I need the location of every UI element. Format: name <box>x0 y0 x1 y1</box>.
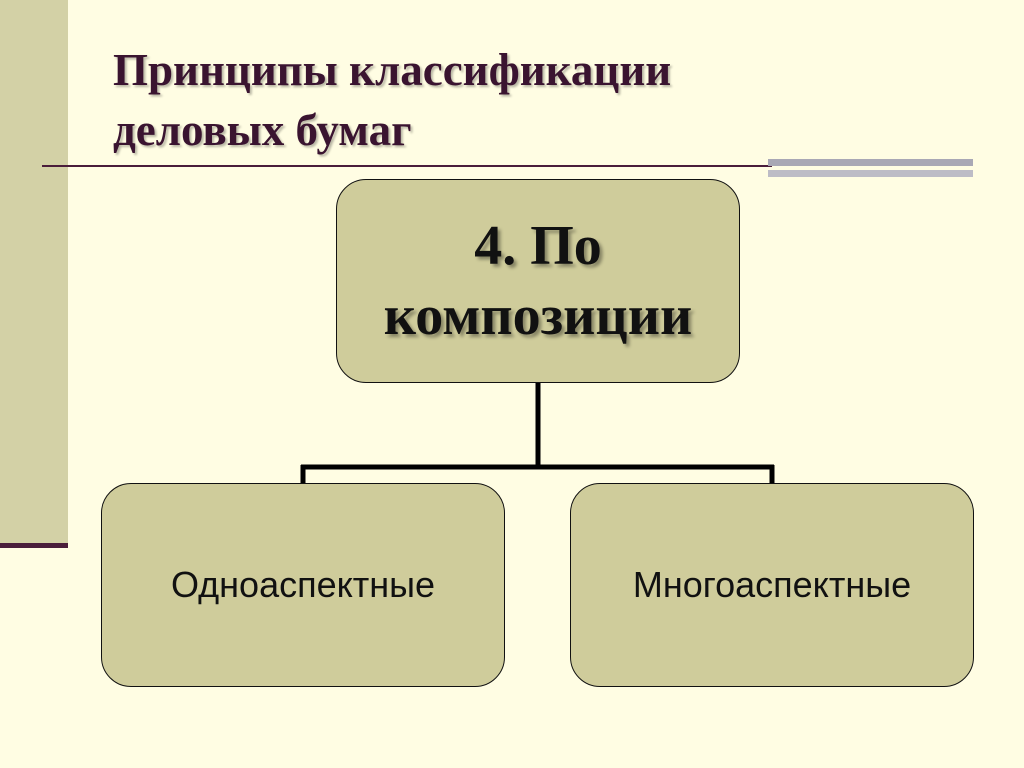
slide-title: Принципы классификации деловых бумаг <box>113 40 671 160</box>
child-node-label: Многоаспектные <box>632 564 912 605</box>
title-divider <box>42 165 772 167</box>
left-decor-underline <box>0 543 68 548</box>
child-node-single-aspect: Одноаспектные <box>101 483 505 687</box>
child-node-label: Одноаспектные <box>170 564 436 605</box>
accent-bar-bottom <box>768 170 973 177</box>
slide-title-line-1: Принципы классификации <box>113 45 672 95</box>
left-decor-bar <box>0 0 68 545</box>
child-node-multi-aspect: Многоаспектные <box>570 483 974 687</box>
root-node-label-line-2: композиции <box>383 285 693 347</box>
root-node: 4. По композиции <box>336 179 740 383</box>
root-node-label-line-1: 4. По <box>474 215 602 277</box>
accent-bar-top <box>768 159 973 166</box>
slide-title-line-2: деловых бумаг <box>113 105 412 155</box>
